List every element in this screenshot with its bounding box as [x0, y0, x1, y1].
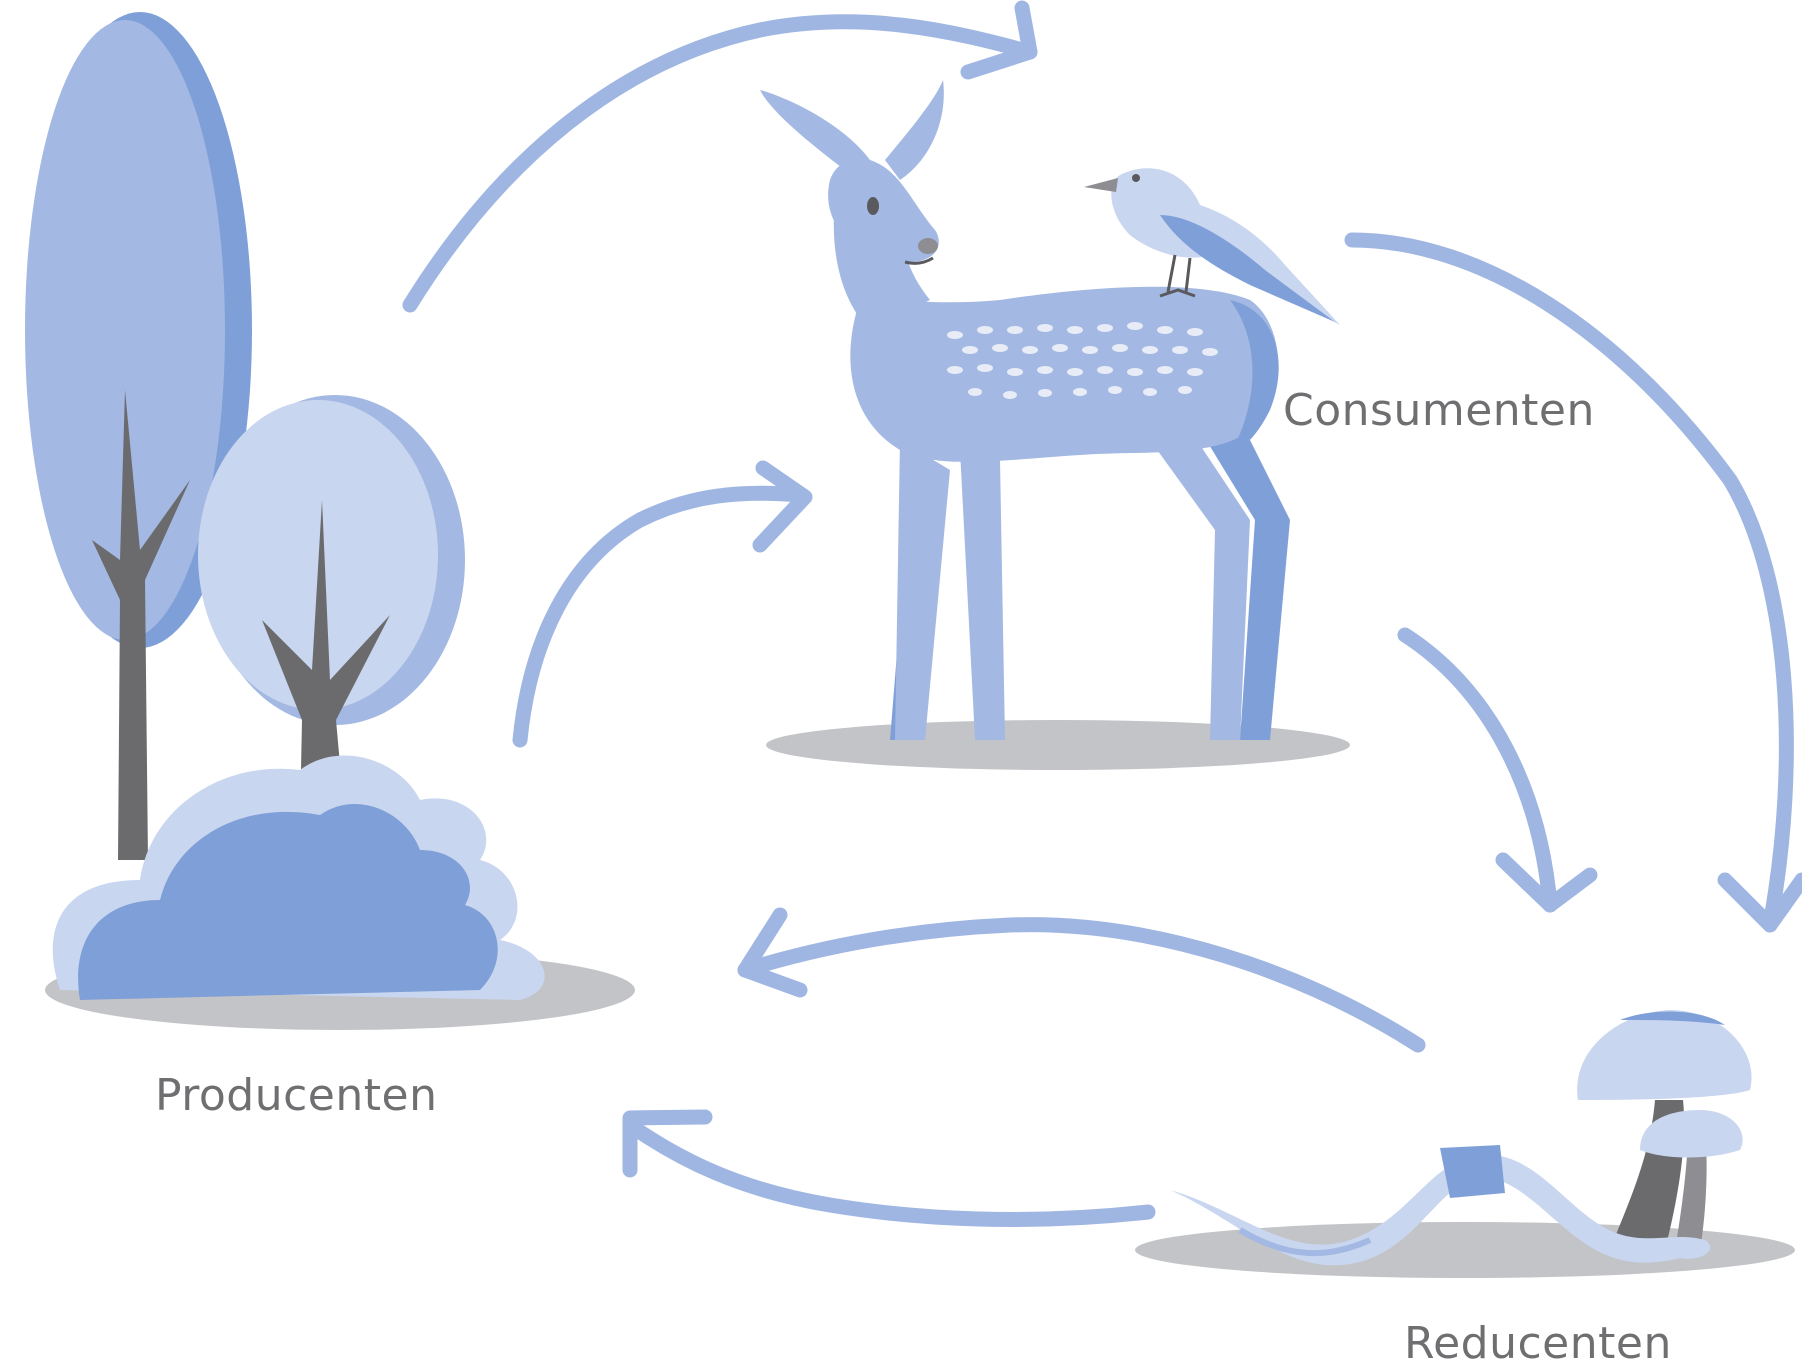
consumers-label: Consumenten — [1283, 385, 1595, 436]
arrow-consumers-to-decomposers-inner — [1397, 627, 1598, 913]
decomposers-group — [1135, 1010, 1795, 1278]
bird-icon — [1084, 168, 1340, 325]
arrow-consumers-to-decomposers-outer — [1344, 232, 1802, 933]
producers-label: Producenten — [155, 1070, 438, 1121]
worm-icon — [1170, 1145, 1711, 1266]
arrow-decomposers-to-producers-lower — [622, 1109, 1156, 1227]
tall-tree-icon — [25, 12, 252, 860]
deer-icon — [760, 80, 1290, 740]
arrow-producers-to-consumers-top — [402, 0, 1038, 313]
arrow-decomposers-to-producers-upper — [737, 907, 1426, 1053]
producers-group — [25, 12, 635, 1030]
arrow-producers-to-consumers-inner — [512, 460, 813, 748]
decomposers-label: Reducenten — [1404, 1318, 1672, 1369]
mushroom-icon — [1577, 1010, 1752, 1250]
consumers-group — [760, 80, 1350, 770]
round-tree-icon — [198, 395, 465, 820]
bush-icon — [52, 755, 545, 1000]
